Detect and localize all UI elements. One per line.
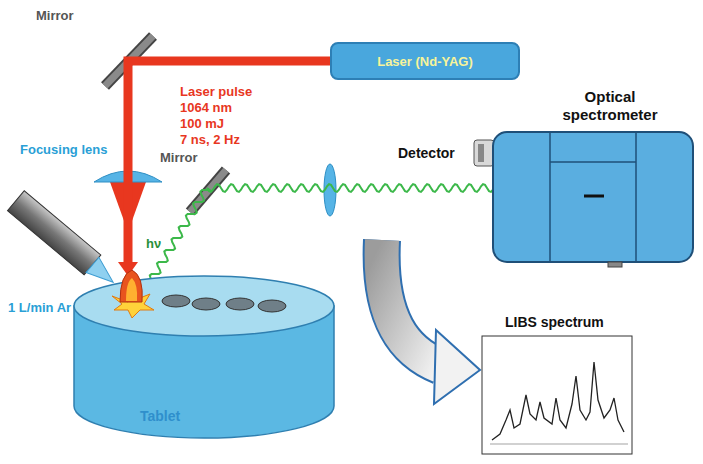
- emission-wave: [148, 184, 493, 286]
- tablet-body: [68, 268, 340, 446]
- flow-arrowhead: [434, 330, 480, 404]
- lens-label: Focusing lens: [20, 142, 107, 158]
- detector-symbol: [474, 140, 494, 166]
- connector: [118, 61, 330, 276]
- spectrometer-title: Optical spectrometer: [540, 88, 680, 124]
- mirror-label: Mirror: [160, 150, 198, 166]
- pulse-label: Laser pulse: [180, 84, 252, 100]
- spectrum-axis: [490, 444, 628, 445]
- spectrum-title: LIBS spectrum: [505, 314, 604, 330]
- spectrometer: Optical spectrometer: [488, 86, 698, 268]
- mirror-label: Mirror: [36, 8, 74, 24]
- connector: [148, 184, 493, 286]
- spectrum-frame: [482, 336, 632, 454]
- laser-label: Laser (Nd-YAG): [377, 54, 473, 69]
- gas-flow-label: 1 L/min Ar: [8, 300, 71, 316]
- tablet: Tablet: [68, 268, 340, 446]
- detector-label: Detector: [398, 145, 455, 161]
- pulse-wavelength: 1064 nm: [180, 100, 232, 116]
- flow-arrow: [382, 240, 440, 366]
- detector-symbol: [478, 144, 484, 162]
- photon-label: hν: [146, 236, 161, 252]
- pulse-timing: 7 ns, 2 Hz: [180, 132, 240, 148]
- spectrum-line: [492, 362, 624, 440]
- tablet-label: Tablet: [140, 408, 180, 424]
- argon-tube: [8, 191, 122, 293]
- laser-box: Laser (Nd-YAG): [330, 42, 520, 80]
- laser-beam: [128, 61, 330, 264]
- flow-arrow: [382, 240, 440, 366]
- pulse-energy: 100 mJ: [180, 116, 224, 132]
